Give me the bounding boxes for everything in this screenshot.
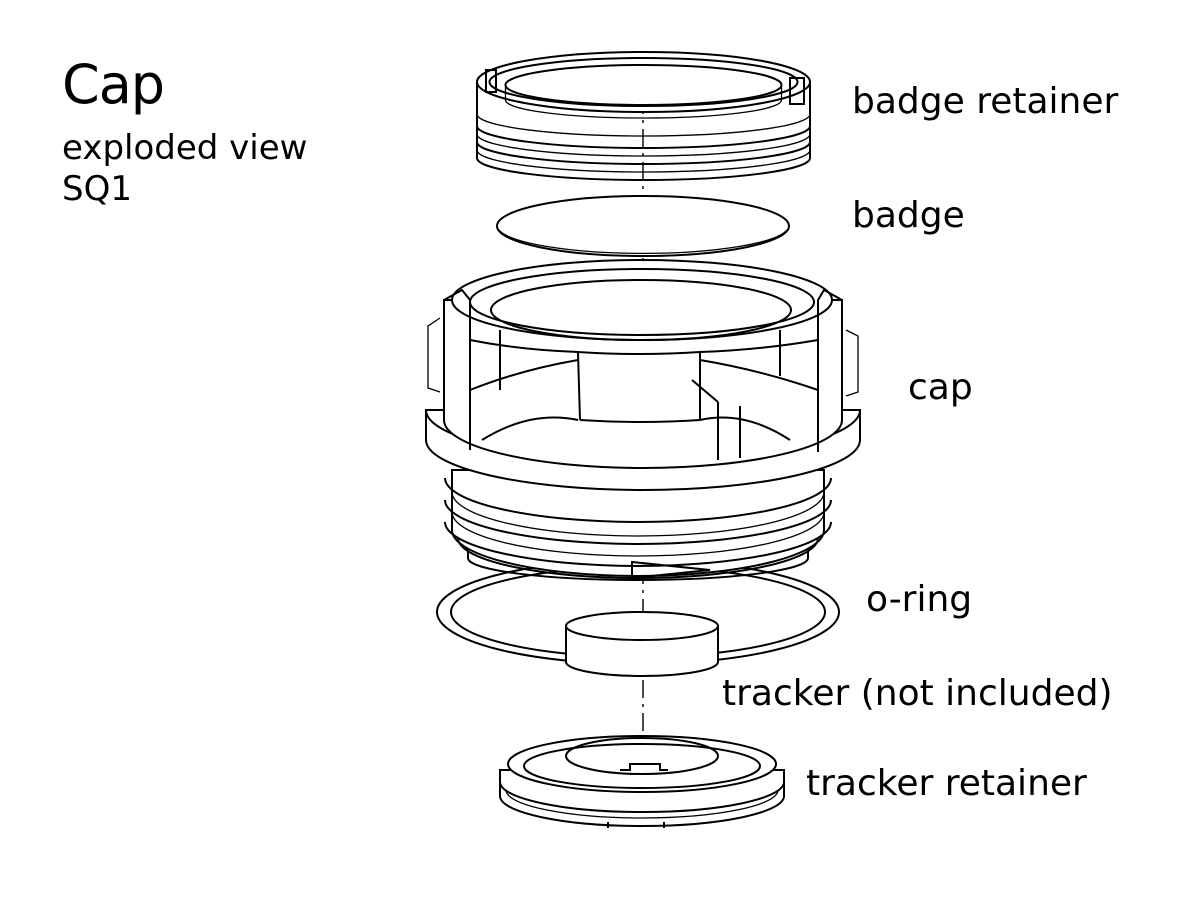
label-tracker: tracker (not included) [722,673,1113,714]
title-block: Cap exploded view SQ1 [62,58,307,209]
cap-part [426,260,860,580]
label-o-ring: o-ring [866,579,973,620]
label-cap: cap [908,367,973,408]
tracker-part [566,612,718,676]
model-code: SQ1 [62,169,132,210]
diagram-title: Cap [62,53,165,116]
badge-part [497,196,789,256]
tracker-retainer-part [500,736,784,828]
label-tracker-retainer: tracker retainer [806,763,1087,804]
diagram-subtitle: exploded view [62,128,308,168]
badge-retainer-part [477,52,810,180]
label-badge: badge [852,195,965,236]
label-badge-retainer: badge retainer [852,81,1119,122]
